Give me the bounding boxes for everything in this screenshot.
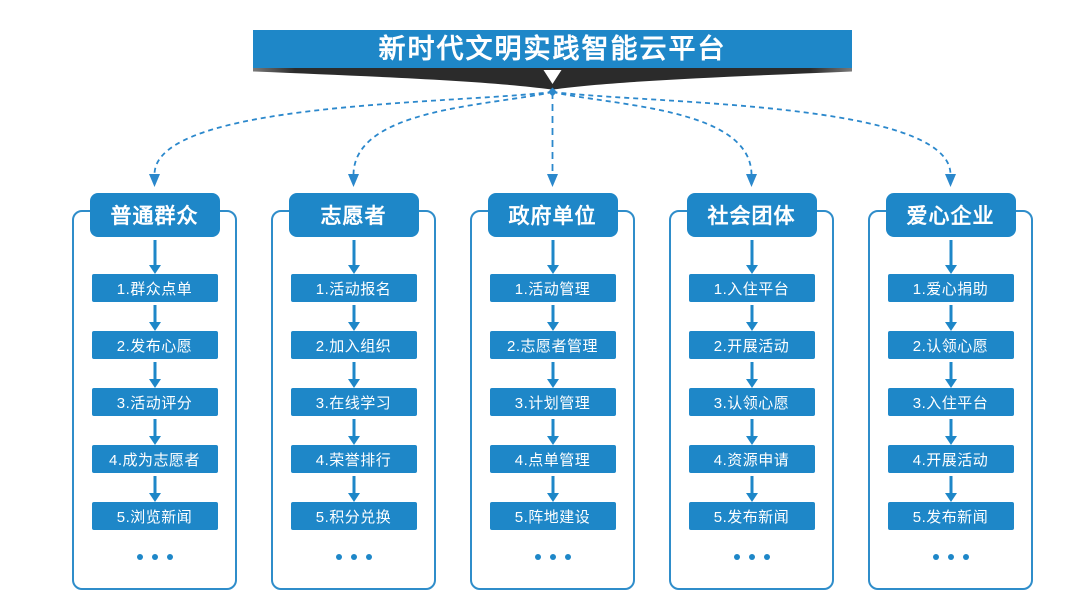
column-flow: 1.活动管理 2.志愿者管理 3.计划管理 4.点单管理 5.阵地建设 <box>489 237 616 560</box>
ellipsis-icon <box>534 554 571 560</box>
column-flow: 1.群众点单 2.发布心愿 3.活动评分 4.成为志愿者 5.浏览新闻 <box>91 237 218 560</box>
flow-step: 2.认领心愿 <box>887 331 1014 359</box>
down-arrow-icon <box>944 237 958 274</box>
role-header: 爱心企业 <box>885 193 1016 237</box>
role-header: 普通群众 <box>89 193 220 237</box>
flow-step: 4.资源申请 <box>688 445 815 473</box>
connector-arrowhead-icon <box>348 174 359 187</box>
flow-step: 4.点单管理 <box>489 445 616 473</box>
flow-step: 1.活动管理 <box>489 274 616 302</box>
column-flow: 1.入住平台 2.开展活动 3.认领心愿 4.资源申请 5.发布新闻 <box>688 237 815 560</box>
column-flow: 1.活动报名 2.加入组织 3.在线学习 4.荣誉排行 5.积分兑换 <box>290 237 417 560</box>
flow-step: 5.发布新闻 <box>688 502 815 530</box>
down-arrow-icon <box>148 237 162 274</box>
connector-arrowhead-icon <box>547 174 558 187</box>
flow-step: 2.志愿者管理 <box>489 331 616 359</box>
connector-arrowhead-icon <box>746 174 757 187</box>
down-arrow-icon <box>546 359 560 388</box>
down-arrow-icon <box>944 416 958 445</box>
connector-arrowhead-icon <box>945 174 956 187</box>
flow-step: 1.入住平台 <box>688 274 815 302</box>
down-arrow-icon <box>745 237 759 274</box>
down-arrow-icon <box>745 359 759 388</box>
role-column: 普通群众 1.群众点单 2.发布心愿 3.活动评分 4.成为志愿者 5.浏览新闻 <box>72 193 237 590</box>
role-column: 志愿者 1.活动报名 2.加入组织 3.在线学习 4.荣誉排行 5.积分兑换 <box>271 193 436 590</box>
role-header: 志愿者 <box>288 193 419 237</box>
page-title: 新时代文明实践智能云平台 <box>378 34 727 64</box>
down-arrow-icon <box>148 473 162 502</box>
flow-step: 5.积分兑换 <box>290 502 417 530</box>
down-arrow-icon <box>944 302 958 331</box>
flow-step: 1.爱心捐助 <box>887 274 1014 302</box>
platform-title-banner: 新时代文明实践智能云平台 <box>253 30 852 68</box>
down-arrow-icon <box>148 302 162 331</box>
dashed-connectors <box>153 91 952 175</box>
flow-step: 3.在线学习 <box>290 388 417 416</box>
dashed-connector <box>352 91 553 175</box>
down-arrow-icon <box>944 359 958 388</box>
flow-step: 5.浏览新闻 <box>91 502 218 530</box>
flow-step: 2.加入组织 <box>290 331 417 359</box>
flow-step: 4.成为志愿者 <box>91 445 218 473</box>
flow-step: 5.发布新闻 <box>887 502 1014 530</box>
dashed-connector <box>153 91 553 175</box>
down-arrow-icon <box>347 302 361 331</box>
role-column: 社会团体 1.入住平台 2.开展活动 3.认领心愿 4.资源申请 5.发布新闻 <box>669 193 834 590</box>
ellipsis-icon <box>335 554 372 560</box>
down-arrow-icon <box>546 416 560 445</box>
role-column: 政府单位 1.活动管理 2.志愿者管理 3.计划管理 4.点单管理 5.阵地建设 <box>470 193 635 590</box>
role-header: 政府单位 <box>487 193 618 237</box>
connector-arrowhead-icon <box>149 174 160 187</box>
banner-pointer-icon <box>543 70 562 84</box>
flow-step: 3.认领心愿 <box>688 388 815 416</box>
down-arrow-icon <box>546 302 560 331</box>
down-arrow-icon <box>347 359 361 388</box>
ellipsis-icon <box>136 554 173 560</box>
column-flow: 1.爱心捐助 2.认领心愿 3.入住平台 4.开展活动 5.发布新闻 <box>887 237 1014 560</box>
flow-step: 3.入住平台 <box>887 388 1014 416</box>
down-arrow-icon <box>347 237 361 274</box>
dashed-connector <box>552 91 753 175</box>
down-arrow-icon <box>148 416 162 445</box>
down-arrow-icon <box>944 473 958 502</box>
flow-step: 3.活动评分 <box>91 388 218 416</box>
role-column: 爱心企业 1.爱心捐助 2.认领心愿 3.入住平台 4.开展活动 5.发布新闻 <box>868 193 1033 590</box>
flow-step: 1.活动报名 <box>290 274 417 302</box>
down-arrow-icon <box>745 302 759 331</box>
down-arrow-icon <box>745 473 759 502</box>
flow-step: 1.群众点单 <box>91 274 218 302</box>
down-arrow-icon <box>546 237 560 274</box>
down-arrow-icon <box>745 416 759 445</box>
connector-overlay <box>149 67 956 187</box>
down-arrow-icon <box>546 473 560 502</box>
ellipsis-icon <box>733 554 770 560</box>
role-header: 社会团体 <box>686 193 817 237</box>
ellipsis-icon <box>932 554 969 560</box>
down-arrow-icon <box>148 359 162 388</box>
flow-step: 2.发布心愿 <box>91 331 218 359</box>
down-arrow-icon <box>347 416 361 445</box>
flow-step: 2.开展活动 <box>688 331 815 359</box>
flow-step: 4.荣誉排行 <box>290 445 417 473</box>
down-arrow-icon <box>347 473 361 502</box>
dashed-connector <box>552 91 952 175</box>
flow-step: 5.阵地建设 <box>489 502 616 530</box>
flow-step: 4.开展活动 <box>887 445 1014 473</box>
flow-step: 3.计划管理 <box>489 388 616 416</box>
connector-arrowheads <box>149 174 956 187</box>
role-columns: 普通群众 1.群众点单 2.发布心愿 3.活动评分 4.成为志愿者 5.浏览新闻 志愿者… <box>72 193 1033 590</box>
